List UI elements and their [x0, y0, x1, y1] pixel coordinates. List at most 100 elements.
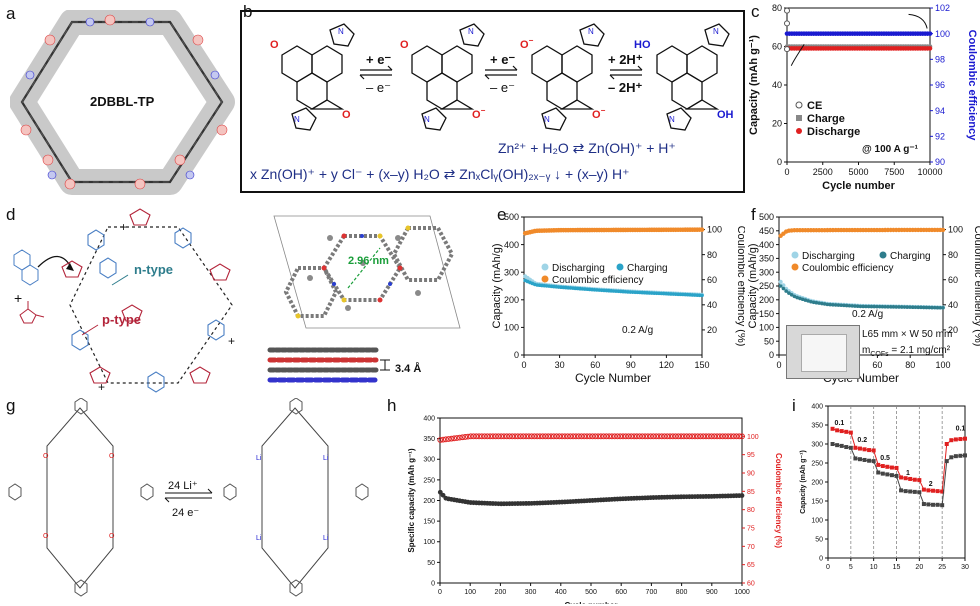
- ce-point: [456, 434, 463, 441]
- charging-point: [825, 302, 830, 307]
- y-tick-label: 50: [764, 336, 774, 346]
- ce-point: [595, 433, 601, 440]
- pouch-loading-label: mCOFs = 2.1 mg/cm²: [862, 345, 950, 358]
- ce-point: [523, 433, 530, 440]
- charging-point: [886, 304, 890, 309]
- ce-point: [448, 435, 455, 442]
- ce-axis-arrow: [908, 13, 928, 29]
- ce-point: [703, 433, 709, 440]
- y2-tick-label: 100: [948, 225, 963, 235]
- charging-point: [880, 304, 885, 309]
- ce-point: [606, 433, 613, 440]
- svg-text:N: N: [544, 115, 550, 124]
- charging-point: [842, 303, 846, 308]
- charging-point: [891, 305, 896, 309]
- discharge-point: [835, 443, 840, 448]
- charge-point: [949, 438, 954, 443]
- ce-point: [661, 433, 668, 440]
- y2-tick-label: 60: [707, 275, 717, 285]
- charging-point: [828, 302, 832, 307]
- legend-marker-charge: [796, 115, 802, 121]
- ce-point: [614, 433, 621, 440]
- step2-reverse-label: – e⁻: [490, 80, 515, 95]
- y2-tick-label: 92: [935, 131, 945, 141]
- charging-point: [875, 304, 879, 309]
- charge-point: [853, 445, 858, 450]
- svg-text:Li: Li: [323, 535, 329, 542]
- svg-text:O: O: [43, 533, 49, 540]
- ce-point: [531, 433, 538, 440]
- x-tick-label: 10000: [917, 167, 942, 177]
- charging-point: [858, 304, 863, 309]
- y2-tick-label: 102: [935, 3, 950, 13]
- ce-point: [686, 433, 693, 440]
- y2-axis-label: Coulombic efficiency (%): [735, 226, 745, 347]
- x-tick-label: 500: [585, 589, 597, 596]
- y-tick-label: 50: [815, 536, 823, 543]
- x-tick-label: 60: [872, 360, 882, 370]
- svg-text:N: N: [338, 27, 344, 36]
- x-axis-label: Cycle Number: [575, 371, 651, 385]
- capacity-point: [739, 493, 745, 498]
- x-tick-label: 300: [525, 589, 537, 596]
- charge-point: [899, 475, 904, 480]
- svg-text:Li: Li: [256, 535, 262, 542]
- charge-point: [857, 446, 862, 451]
- charge-point: [835, 428, 840, 433]
- ce-point: [570, 433, 577, 440]
- ce-point: [636, 433, 643, 440]
- y-tick-label: 80: [772, 3, 782, 13]
- ce-point: [467, 433, 474, 440]
- rate-annotation: 0.2 A/g: [622, 325, 653, 336]
- ce-point: [534, 433, 541, 440]
- ce-point: [940, 227, 946, 233]
- rate-label: 2: [929, 481, 933, 488]
- charge-point: [862, 447, 867, 452]
- charge-point: [894, 465, 899, 470]
- step1-forward-label: + e⁻: [366, 52, 392, 67]
- chart-i-rate-performance: 051015202530050100150200250300350400Cycl…: [800, 403, 969, 571]
- svg-text:N: N: [468, 27, 474, 36]
- ce-point: [459, 434, 466, 441]
- ce-point: [514, 433, 521, 440]
- pouch-loading-subscript: COFs: [870, 351, 889, 358]
- discharge-point: [867, 458, 872, 463]
- ce-point: [597, 433, 604, 440]
- legend-label: Charge: [807, 113, 845, 125]
- discharging-point: [778, 279, 783, 284]
- y-tick-label: 250: [811, 460, 823, 467]
- ce-point: [689, 433, 696, 440]
- discharge-point: [921, 502, 926, 507]
- panel-label-h: h: [387, 396, 397, 415]
- legend-label: Charging: [890, 251, 931, 262]
- rate-label: 0.2: [857, 437, 867, 444]
- ce-point: [586, 433, 593, 440]
- svg-text:+: +: [120, 220, 127, 234]
- charging-point: [853, 304, 857, 308]
- ce-point: [644, 433, 651, 440]
- rate-annotation: @ 100 A g⁻¹: [862, 144, 919, 155]
- ce-point: [739, 433, 745, 440]
- discharge-point: [876, 470, 881, 475]
- ce-point: [699, 227, 705, 232]
- y2-tick-label: 75: [747, 525, 755, 532]
- discharge-point: [931, 502, 936, 507]
- charging-point: [820, 301, 824, 306]
- ce-point: [465, 433, 471, 440]
- discharge-point: [839, 443, 844, 448]
- x-tick-label: 25: [938, 564, 946, 571]
- svg-text:O: O: [400, 39, 409, 51]
- y-axis-label: Specific capacity (mAh g⁻¹): [407, 448, 416, 553]
- ce-point: [437, 437, 444, 443]
- charging-point: [869, 304, 874, 309]
- n-type-label: n-type: [134, 262, 173, 277]
- charge-point: [885, 464, 890, 469]
- ce-point: [736, 433, 743, 440]
- ce-point: [719, 433, 726, 440]
- ce-point: [708, 433, 715, 440]
- charging-point: [781, 286, 786, 291]
- x-tick-label: 15: [893, 564, 901, 571]
- charging-point: [795, 295, 799, 300]
